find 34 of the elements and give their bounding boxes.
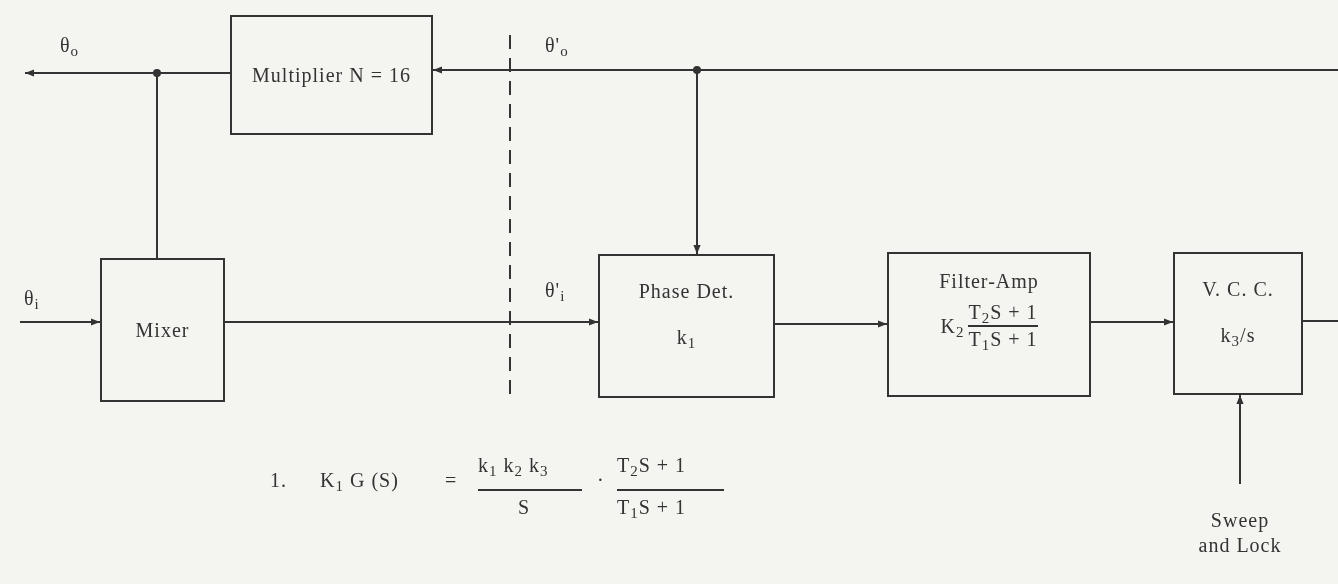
signal-label: θ'$_{o}$ bbox=[545, 33, 569, 60]
signal-label: θ$_{o}$ bbox=[60, 33, 80, 60]
block-box bbox=[1173, 252, 1303, 395]
denominator: T$_{1}$S + 1 bbox=[968, 327, 1038, 352]
arrow bbox=[19, 318, 101, 326]
gain-symbol: K$_{2}$ bbox=[940, 314, 965, 341]
numerator: T$_{2}$S + 1 bbox=[968, 300, 1038, 327]
equation-term: T$_{2}$S + 1 bbox=[617, 453, 687, 480]
arrow bbox=[1236, 394, 1244, 485]
block-title: Multiplier N = 16 bbox=[252, 63, 411, 89]
block-title: V. C. C. bbox=[1202, 277, 1274, 302]
arrow bbox=[774, 320, 888, 328]
equation-term: K$_{1}$ G (S) bbox=[320, 468, 399, 495]
input-label: Sweep and Lock bbox=[1197, 508, 1283, 558]
arrow bbox=[1090, 318, 1174, 326]
equation-term: · bbox=[597, 468, 605, 493]
block-box bbox=[887, 252, 1091, 397]
block-title: Phase Det. bbox=[638, 279, 735, 304]
signal-label: θ$_{i}$ bbox=[24, 286, 40, 313]
connector-line bbox=[156, 72, 231, 259]
equation-term: S bbox=[518, 495, 531, 520]
equation-term: k$_{1}$ k$_{2}$ k$_{3}$ bbox=[478, 453, 549, 480]
block-title: Mixer bbox=[135, 318, 190, 343]
equation-term: T$_{1}$S + 1 bbox=[617, 495, 687, 522]
transfer-function: k$_{3}$/s bbox=[1220, 323, 1256, 350]
block-box bbox=[100, 258, 225, 402]
transfer-function: k$_{1}$ bbox=[676, 325, 697, 352]
arrow bbox=[224, 318, 599, 326]
signal-label: θ'$_{i}$ bbox=[545, 278, 566, 305]
equation-term: = bbox=[445, 468, 458, 493]
block-box bbox=[230, 15, 433, 135]
block-title: Filter-Amp bbox=[939, 269, 1039, 295]
equation-term: 1. bbox=[270, 468, 287, 493]
block-box bbox=[598, 254, 775, 398]
